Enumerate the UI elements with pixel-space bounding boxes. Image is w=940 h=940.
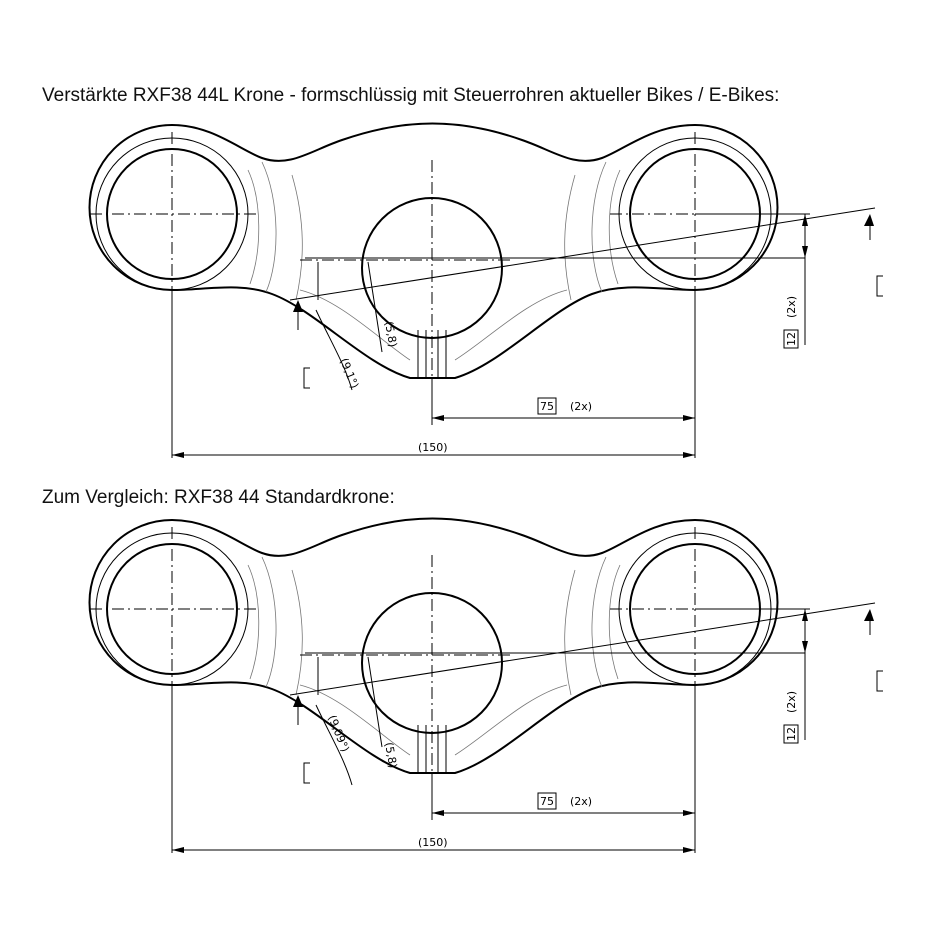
bottom-dim-half: 75 (540, 795, 554, 808)
standard-crown-drawing: 75 (2x) (150) 12 (2x) (5,8) (9,09°) (88, 517, 884, 854)
top-dim-height: 12 (785, 332, 798, 346)
bottom-dim-angle: (9,09°) (325, 713, 352, 754)
top-dim-half: 75 (540, 400, 554, 413)
top-dim-half-count: (2x) (570, 400, 592, 413)
top-dim-width: (150) (418, 441, 448, 454)
top-dim-height-count: (2x) (785, 296, 798, 318)
bottom-dim-height: 12 (785, 727, 798, 741)
reinforced-crown-drawing: 75 (2x) (150) 12 (2x) (5,8) (9,1°) (88, 122, 884, 459)
heading-reinforced-crown: Verstärkte RXF38 44L Krone - formschlüss… (42, 85, 780, 106)
bottom-dim-height-count: (2x) (785, 691, 798, 713)
bottom-dim-offset: (5,8) (382, 741, 399, 769)
top-dim-angle: (9,1°) (337, 356, 361, 390)
top-dim-offset: (5,8) (382, 320, 399, 348)
bottom-dim-half-count: (2x) (570, 795, 592, 808)
bottom-dim-width: (150) (418, 836, 448, 849)
heading-standard-crown: Zum Vergleich: RXF38 44 Standardkrone: (42, 487, 395, 508)
